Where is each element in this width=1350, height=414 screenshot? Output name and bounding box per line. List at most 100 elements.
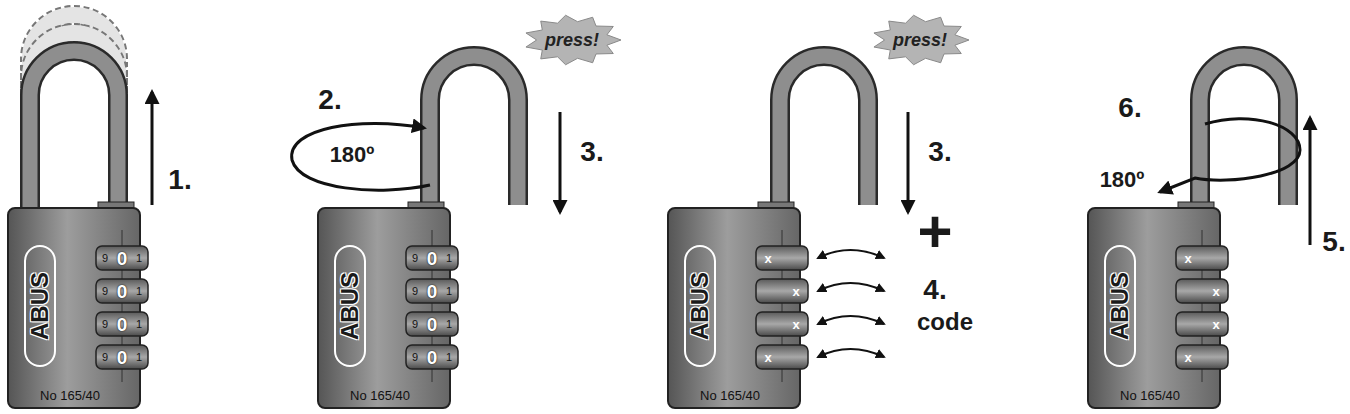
dial-digit: 0 <box>117 249 128 268</box>
brand-name: ABUS <box>688 272 712 340</box>
dial-mark: x <box>1212 285 1219 298</box>
brand-name: ABUS <box>338 272 362 340</box>
dial-digit: 1 <box>446 253 452 264</box>
down-arrow <box>559 112 562 212</box>
dial-wheel <box>96 345 148 369</box>
up-arrow <box>1309 118 1312 245</box>
logo-oval <box>685 246 715 366</box>
model-number: No 165/40 <box>350 389 410 402</box>
callout-number: 6. <box>1118 94 1141 122</box>
dial-digit: 1 <box>136 286 142 297</box>
dial-mark: x <box>1184 351 1191 364</box>
dial-digit: 9 <box>412 319 418 330</box>
dial-digit: 9 <box>102 253 108 264</box>
dial-wheel <box>1176 279 1228 303</box>
press-label: press! <box>893 31 947 49</box>
dial-wheel <box>96 246 148 270</box>
dial-mark: x <box>792 318 799 331</box>
shackle-outline <box>1200 56 1288 210</box>
rotation-arrow <box>292 123 430 190</box>
callout-number: 3. <box>928 138 951 166</box>
dial-wheel <box>756 246 808 270</box>
callout-number: 2. <box>318 86 341 114</box>
dial-digit: 9 <box>102 286 108 297</box>
callout-number: 4. <box>923 276 946 304</box>
dial-digit: 9 <box>412 286 418 297</box>
dial-mark: x <box>792 285 799 298</box>
dial-wheel <box>1176 246 1228 270</box>
press-starburst: press! <box>871 14 970 66</box>
plus-sign: + <box>917 202 952 262</box>
starburst-outline <box>873 15 968 64</box>
lock-body <box>8 208 140 408</box>
dial-mark: x <box>1212 318 1219 331</box>
shackle <box>430 56 518 210</box>
lock-body <box>668 208 800 408</box>
dial-digit: 1 <box>446 319 452 330</box>
dial-mark: x <box>1184 252 1191 265</box>
model-number: No 165/40 <box>700 389 760 402</box>
dial-digit: 0 <box>427 249 438 268</box>
dial-digit: 0 <box>117 315 128 334</box>
dial-wheel <box>406 246 458 270</box>
rotation-angle: 180º <box>1098 168 1147 192</box>
brand-name: ABUS <box>1108 272 1132 340</box>
turn-arrow <box>818 349 884 357</box>
lock-body <box>318 208 450 408</box>
logo-oval <box>25 246 55 366</box>
dial-digit: 0 <box>427 282 438 301</box>
dial-digit: 1 <box>136 319 142 330</box>
dial-wheel <box>1176 345 1228 369</box>
press-starburst: press! <box>523 14 622 66</box>
press-label: press! <box>545 31 599 49</box>
shackle <box>780 56 868 210</box>
instruction-word: code <box>917 310 973 334</box>
dial-mark: x <box>764 252 771 265</box>
down-arrow <box>907 112 910 212</box>
dial-digit: 9 <box>102 319 108 330</box>
dial-digit: 9 <box>412 253 418 264</box>
dial-wheel <box>406 345 458 369</box>
dial-wheel <box>96 312 148 336</box>
callout-number: 5. <box>1322 228 1345 256</box>
logo-oval <box>335 246 365 366</box>
dial-wheel <box>756 279 808 303</box>
dial-digit: 0 <box>427 348 438 367</box>
model-number: No 165/40 <box>40 389 100 402</box>
dial-mark: x <box>764 351 771 364</box>
dial-digit: 0 <box>117 282 128 301</box>
turn-arrow <box>818 316 884 324</box>
dial-digit: 1 <box>446 352 452 363</box>
dial-digit: 9 <box>412 352 418 363</box>
callout-number: 1. <box>168 166 191 194</box>
up-arrow <box>151 92 154 205</box>
dial-wheel <box>406 279 458 303</box>
dial-digit: 9 <box>102 352 108 363</box>
dial-digit: 0 <box>427 315 438 334</box>
shackle-outline <box>430 56 518 210</box>
turn-arrow <box>818 283 884 291</box>
shackle <box>30 51 118 210</box>
dial-wheel <box>756 345 808 369</box>
dial-wheel <box>756 312 808 336</box>
dial-digit: 1 <box>446 286 452 297</box>
dial-digit: 0 <box>117 348 128 367</box>
shackle-outline <box>30 51 118 210</box>
dial-wheel <box>1176 312 1228 336</box>
callout-number: 3. <box>580 138 603 166</box>
rotation-arrow <box>1160 119 1300 192</box>
starburst-outline <box>525 15 620 64</box>
logo-oval <box>1105 246 1135 366</box>
dial-wheel <box>406 312 458 336</box>
shackle <box>1200 56 1288 210</box>
brand-name: ABUS <box>28 272 52 340</box>
rotation-angle: 180º <box>330 144 375 166</box>
shackle-outline <box>780 56 868 210</box>
turn-arrow <box>818 250 884 258</box>
model-number: No 165/40 <box>1120 389 1180 402</box>
lock-body <box>1088 208 1220 408</box>
dial-digit: 1 <box>136 352 142 363</box>
